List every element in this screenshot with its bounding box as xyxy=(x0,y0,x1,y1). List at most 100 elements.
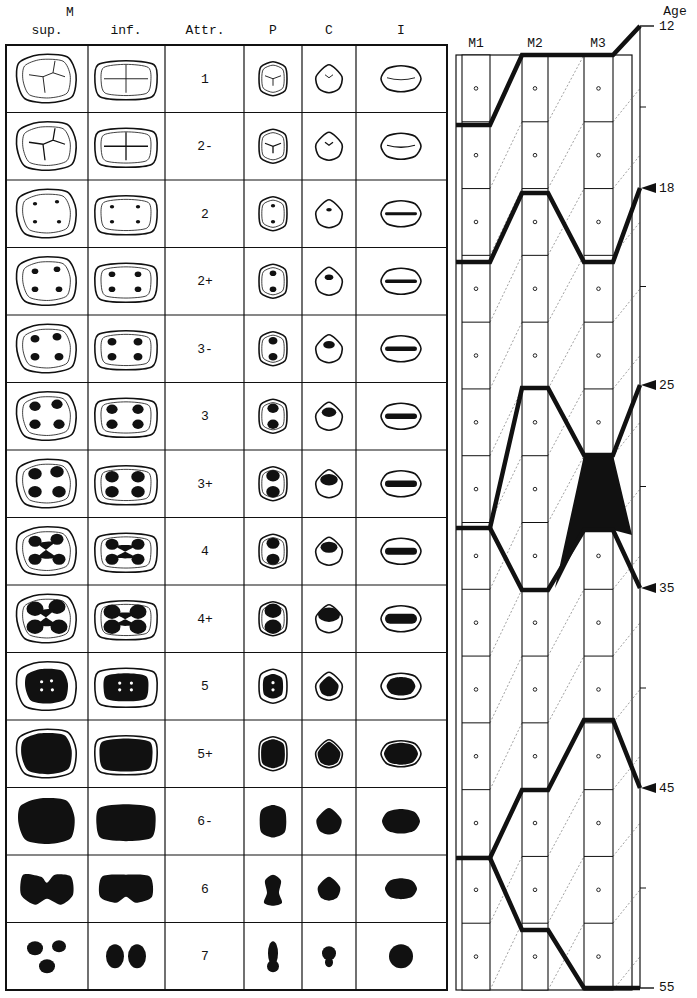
dentine-area xyxy=(318,742,341,766)
column-heading: C xyxy=(325,24,333,38)
row-rule xyxy=(6,922,447,923)
dentine-join xyxy=(273,545,274,557)
can-tooth xyxy=(316,537,343,565)
guide-line xyxy=(548,55,584,122)
fissure xyxy=(29,128,65,160)
label-holder: C xyxy=(325,21,333,39)
cell-rule xyxy=(584,188,613,189)
age-value: 18 xyxy=(659,182,675,196)
dentine-spot xyxy=(326,208,332,212)
cell-dot xyxy=(533,354,537,358)
crown-outline xyxy=(95,398,158,437)
dentine-spot xyxy=(105,471,119,482)
occlusal-outline xyxy=(23,59,71,98)
dentine-spot xyxy=(51,620,68,634)
cell-rule xyxy=(462,388,490,389)
inc-tooth xyxy=(381,673,421,699)
cell-rule xyxy=(584,789,613,790)
crown-outline xyxy=(17,729,77,777)
sup-tooth xyxy=(17,189,77,237)
dentine-spot xyxy=(51,399,62,409)
label-holder: 2- xyxy=(197,137,213,155)
cell-rule xyxy=(462,522,490,523)
inf-tooth xyxy=(95,263,158,302)
enamel-island xyxy=(118,688,121,691)
inf-tooth xyxy=(99,875,153,903)
crown-outline xyxy=(259,737,287,771)
dentine-spot xyxy=(132,419,143,429)
dentine-spot xyxy=(53,554,66,565)
dentine-spot xyxy=(267,403,278,413)
cell-rule xyxy=(522,656,548,657)
label-holder: 3+ xyxy=(197,475,213,493)
row-rule xyxy=(6,449,447,450)
label-holder: 4 xyxy=(201,542,209,560)
dentine-spot xyxy=(106,404,117,414)
attrition-grade: 5+ xyxy=(197,748,213,762)
crown-outline xyxy=(316,267,343,295)
guide-line xyxy=(613,623,640,656)
column-heading: I xyxy=(397,24,405,38)
dentine-spot xyxy=(28,486,42,497)
attrition-grade: 6- xyxy=(197,815,213,829)
dentine-spot xyxy=(104,620,121,634)
crown-outline xyxy=(259,669,287,703)
crown-outline xyxy=(381,336,421,362)
dentine-spot xyxy=(271,220,275,224)
dentine-spot xyxy=(108,353,117,361)
fissure xyxy=(265,76,281,86)
crown-outline xyxy=(259,399,287,433)
age-value: 25 xyxy=(659,379,675,393)
cell-rule xyxy=(522,255,548,256)
root-stump xyxy=(389,944,413,968)
dentine-spot xyxy=(28,468,42,479)
cell-dot xyxy=(533,888,537,892)
fissure xyxy=(387,78,415,80)
crown-outline xyxy=(316,132,343,160)
inc-tooth xyxy=(381,538,421,564)
pre-tooth xyxy=(259,467,287,501)
crown-outline xyxy=(95,466,158,505)
cell-dot xyxy=(597,354,601,358)
column-heading: inf. xyxy=(110,24,141,38)
label-holder: 5 xyxy=(201,677,209,695)
dentine-spot xyxy=(136,220,140,224)
inf-tooth xyxy=(95,601,158,640)
dentine-spot xyxy=(265,604,282,618)
cell-dot xyxy=(597,688,601,692)
cell-rule xyxy=(584,121,613,122)
occlusal-outline xyxy=(262,335,284,362)
sup-tooth xyxy=(17,324,77,372)
age-axis xyxy=(639,26,640,988)
guide-line xyxy=(613,155,640,188)
occlusal-outline xyxy=(101,267,151,298)
cell-dot xyxy=(533,287,537,291)
minor-tick xyxy=(640,888,646,889)
inf-tooth xyxy=(95,668,158,707)
label-holder: 35 xyxy=(659,579,675,597)
can-tooth xyxy=(322,946,336,967)
cell-rule xyxy=(462,322,490,323)
dentine-spot xyxy=(106,539,119,550)
dentine-area xyxy=(387,677,416,696)
crown-outline xyxy=(381,741,421,767)
dentine-spot xyxy=(109,271,116,277)
pre-tooth xyxy=(259,264,287,298)
dentine-join xyxy=(38,541,56,558)
dentine-spot xyxy=(56,286,63,292)
cell-dot xyxy=(474,287,478,291)
dentine-area xyxy=(99,738,152,771)
label-holder: 2 xyxy=(201,205,209,223)
row-rule xyxy=(6,854,447,855)
enamel-island xyxy=(40,688,43,691)
dentine-spot xyxy=(53,419,64,429)
attrition-grade: 3+ xyxy=(197,478,213,492)
crown-outline xyxy=(259,197,287,231)
inc-tooth xyxy=(381,268,421,294)
cell-dot xyxy=(597,153,601,157)
label-holder: I xyxy=(397,21,405,39)
inf-tooth xyxy=(95,61,158,100)
crown-outline xyxy=(316,402,343,430)
crown-outline xyxy=(95,668,158,707)
crown-outline xyxy=(381,201,421,227)
